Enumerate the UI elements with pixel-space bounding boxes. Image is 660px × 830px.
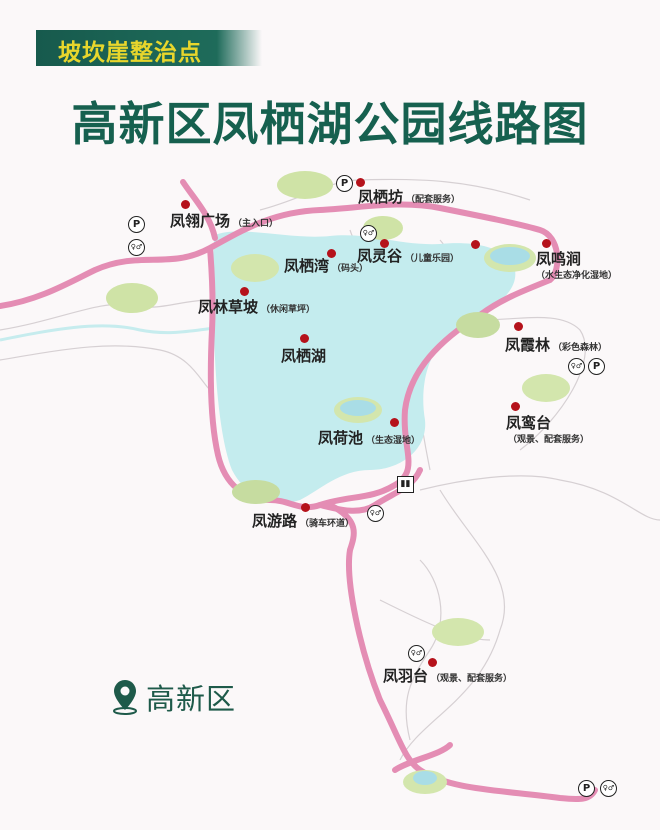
marker-lake-east[interactable] bbox=[471, 240, 480, 249]
restroom-icon: ♀♂ bbox=[367, 505, 384, 522]
region-label: 高新区 bbox=[112, 674, 236, 720]
restroom-icon: ♀♂ bbox=[568, 358, 585, 375]
page-title: 高新区凤栖湖公园线路图 bbox=[71, 97, 589, 151]
marker-fengyu-terrace[interactable] bbox=[428, 658, 437, 667]
label-fengxia-forest: 凤霞林（彩色森林） bbox=[505, 336, 608, 354]
parking-icon: P bbox=[128, 216, 145, 233]
marker-fengluan-terrace[interactable] bbox=[511, 402, 520, 411]
marker-fengming-stream[interactable] bbox=[542, 239, 551, 248]
note-fengming-stream: （水生态净化湿地） bbox=[536, 271, 618, 281]
marker-fengling-valley[interactable] bbox=[380, 239, 389, 248]
restroom-icon: ♀♂ bbox=[360, 225, 377, 242]
marker-fengling-square[interactable] bbox=[181, 200, 190, 209]
label-fengluan-terrace: 凤鸾台 bbox=[506, 414, 552, 432]
label-fengqi-bay: 凤栖湾（码头） bbox=[284, 257, 369, 275]
parking-icon: P bbox=[336, 175, 353, 192]
marker-fengqi-bay[interactable] bbox=[327, 249, 336, 258]
wc-icon: ▮▮ bbox=[397, 476, 414, 493]
label-fenglin-slope: 凤林草坡（休闲草坪） bbox=[198, 298, 316, 316]
restroom-icon: ♀♂ bbox=[408, 645, 425, 662]
label-fengqi-lake: 凤栖湖 bbox=[281, 347, 327, 365]
parking-icon: P bbox=[578, 780, 595, 797]
location-pin-icon bbox=[113, 680, 137, 715]
label-fengqi-workshop: 凤栖坊（配套服务） bbox=[358, 188, 461, 206]
label-fengling-square: 凤翎广场（主入口） bbox=[170, 212, 279, 230]
label-fenghe-pond: 凤荷池（生态湿地） bbox=[318, 429, 421, 447]
marker-fenghe-pond[interactable] bbox=[390, 418, 399, 427]
category-badge: 坡坎崖整治点 bbox=[36, 30, 262, 66]
restroom-icon: ♀♂ bbox=[128, 239, 145, 256]
label-fengyu-terrace: 凤羽台（观景、配套服务） bbox=[383, 667, 513, 685]
region-text: 高新区 bbox=[146, 682, 237, 716]
label-fengyou-road: 凤游路（骑车环道） bbox=[252, 512, 355, 530]
label-fengling-valley: 凤灵谷（儿童乐园） bbox=[357, 247, 460, 265]
note-fengluan-terrace: （观景、配套服务） bbox=[508, 435, 590, 445]
marker-fengyou-road[interactable] bbox=[301, 503, 310, 512]
marker-fengqi-lake[interactable] bbox=[300, 334, 309, 343]
badge-text: 坡坎崖整治点 bbox=[58, 39, 202, 66]
label-fengming-stream: 凤鸣涧 bbox=[536, 250, 582, 268]
marker-fengxia-forest[interactable] bbox=[514, 322, 523, 331]
parking-icon: P bbox=[588, 358, 605, 375]
restroom-icon: ♀♂ bbox=[600, 780, 617, 797]
marker-fenglin-slope[interactable] bbox=[240, 287, 249, 296]
marker-fengqi-workshop[interactable] bbox=[356, 178, 365, 187]
